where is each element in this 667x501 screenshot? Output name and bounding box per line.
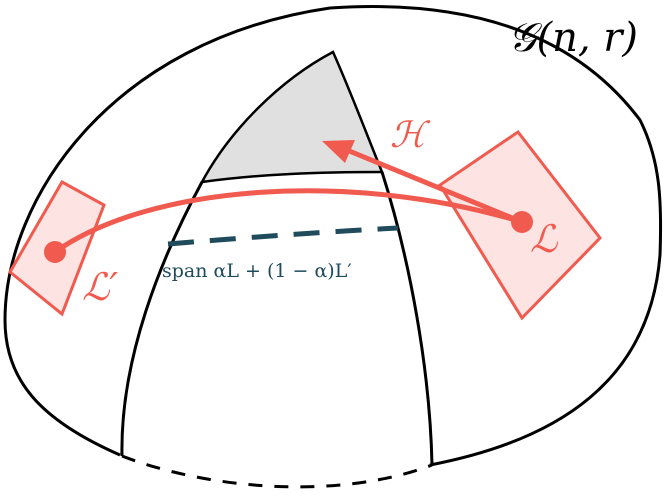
geodesic-curve [53, 188, 523, 255]
geodesic-dashed [167, 225, 399, 247]
arrow-head-icon [322, 140, 355, 163]
manifold-label: 𝒢(n, r) [508, 15, 639, 61]
subset-h-label: ℋ [390, 115, 426, 156]
point-l [511, 211, 533, 233]
dome-bottom-dashed [121, 454, 433, 489]
point-lprime-label: ℒ′ [82, 265, 118, 309]
point-lprime [44, 241, 66, 263]
geodesic-label: span αL + (1 − α)L′ [162, 260, 352, 282]
right-meridian [380, 171, 434, 466]
point-l-label: ℒ [530, 217, 558, 261]
region-h [199, 50, 384, 184]
left-meridian [120, 181, 204, 457]
projection-arrow [341, 145, 523, 225]
dome-outline [3, 5, 663, 467]
